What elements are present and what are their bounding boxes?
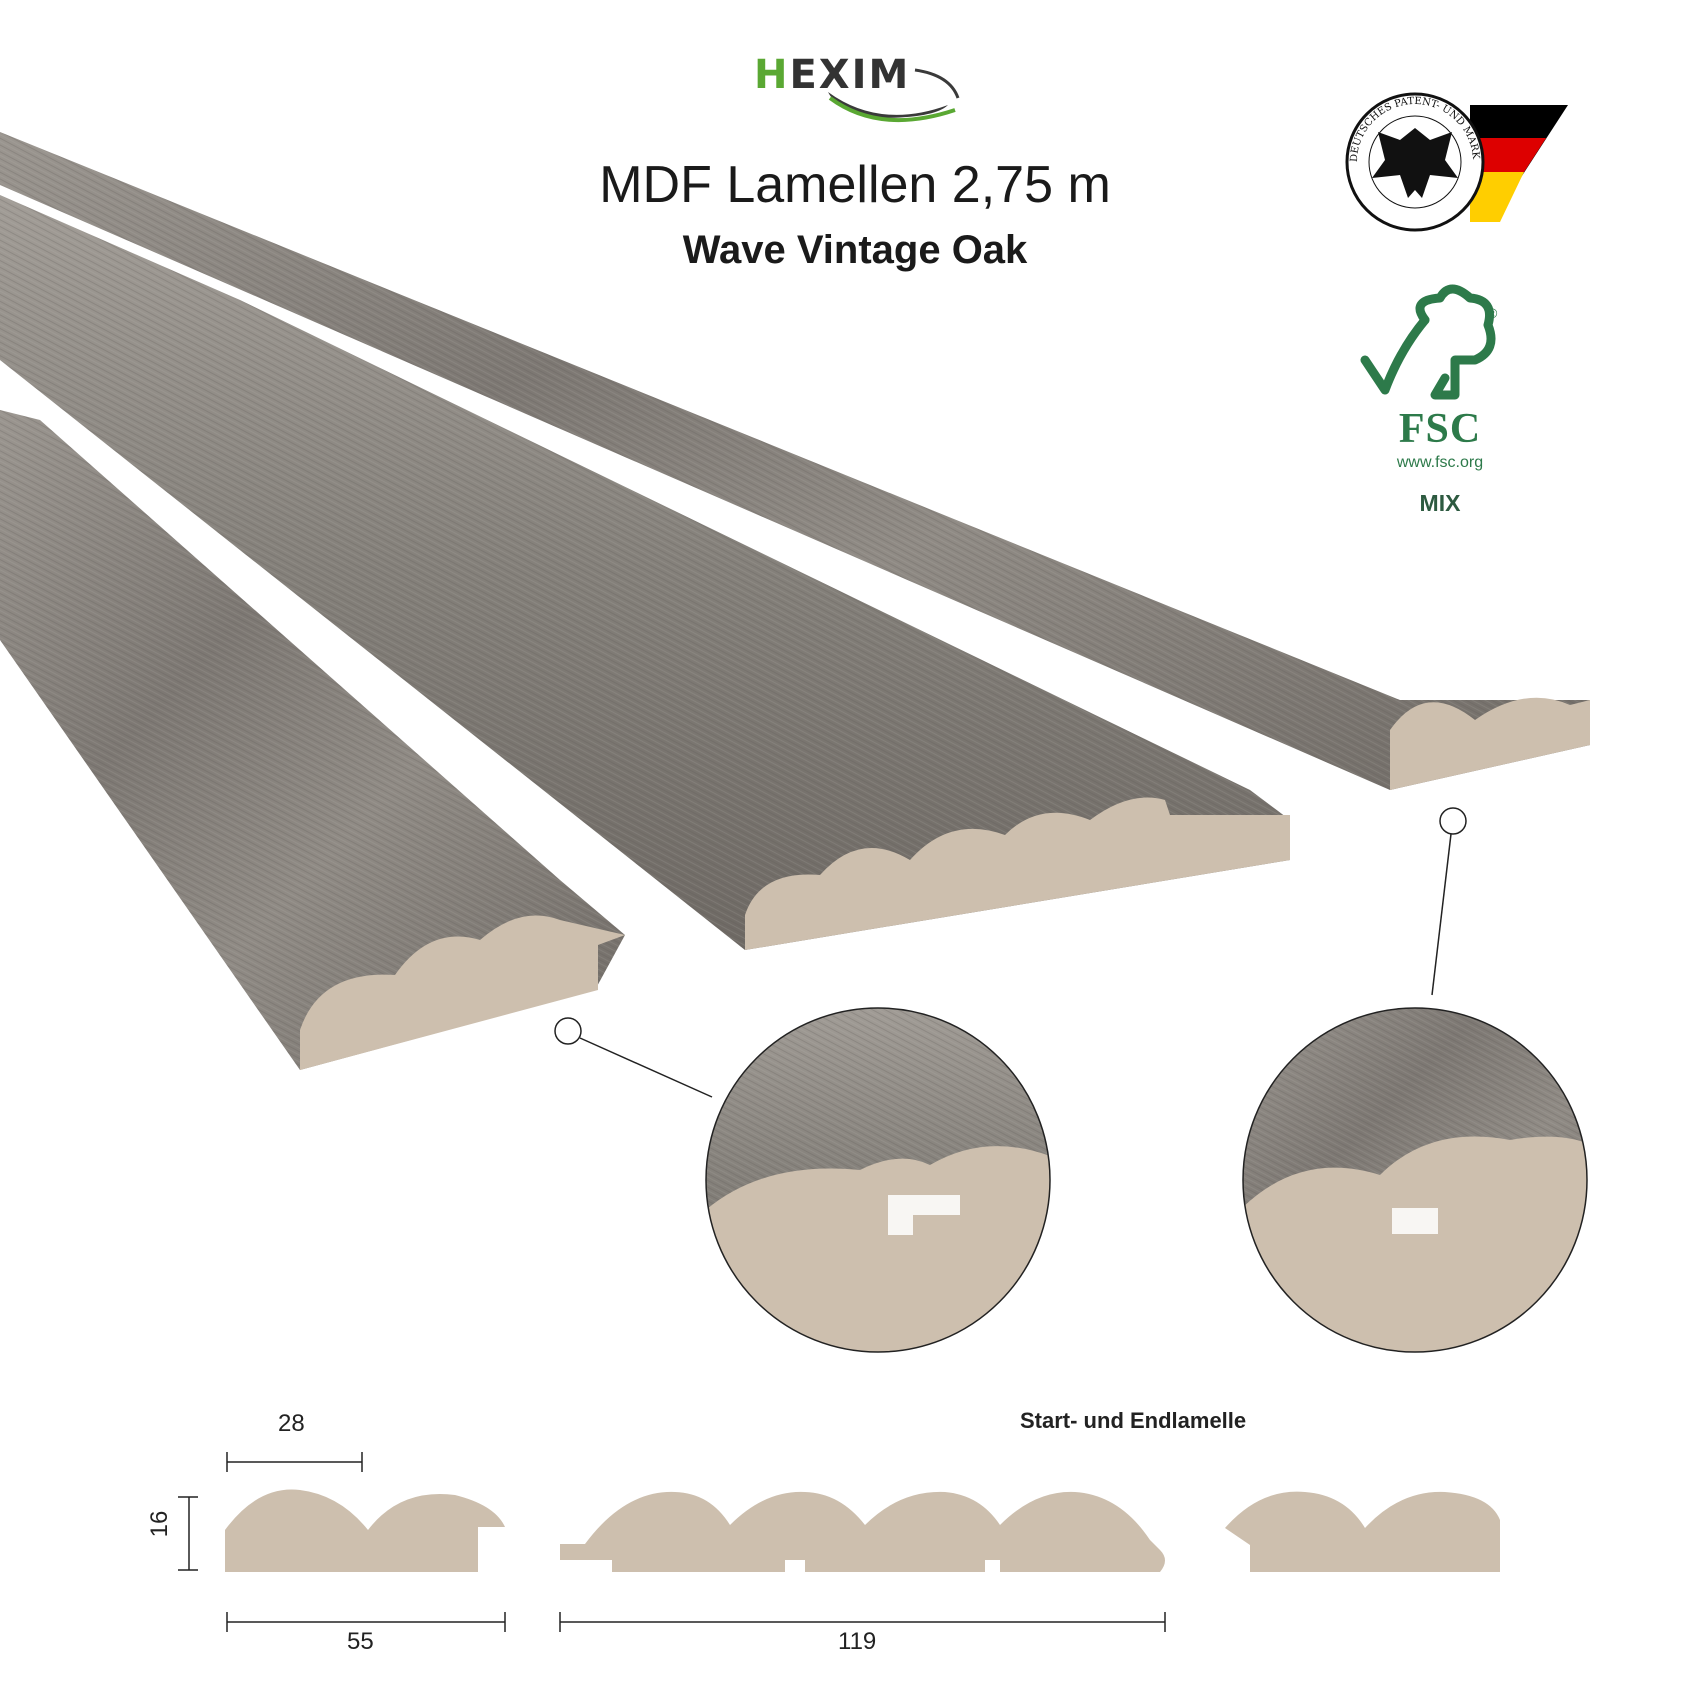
fsc-name: FSC — [1398, 406, 1482, 452]
page-title: MDF Lamellen 2,75 m — [599, 156, 1111, 214]
seal-text: DEUTSCHES PATENT- UND MARKENAMT — [0, 0, 1481, 162]
plank-start-profile — [0, 410, 625, 1070]
fsc-mix-label: MIX — [1419, 490, 1461, 516]
page-subtitle: Wave Vintage Oak — [682, 228, 1028, 272]
profile-drawing-start — [225, 1489, 505, 1572]
dimension-height: 16 — [146, 1510, 173, 1538]
fsc-url: www.fsc.org — [1396, 454, 1484, 471]
dimension-small-width: 55 — [347, 1628, 374, 1655]
fsc-tree-icon: ® — [1360, 284, 1498, 400]
svg-text:DEUTSCHES PATENT- UND MARKENAM: DEUTSCHES PATENT- UND MARKENAMT — [0, 0, 1481, 162]
zoom-detail-slot — [1242, 1007, 1588, 1353]
profiles-caption: Start- und Endlamelle — [1020, 1408, 1247, 1433]
brand-rest: EXIM — [789, 52, 911, 98]
profile-drawing-wide — [560, 1491, 1165, 1572]
hexim-logo: HEXIM — [754, 52, 910, 98]
zoom-detail-groove — [705, 1007, 1051, 1353]
dimension-lines — [178, 1452, 1166, 1632]
hexim-swoosh — [828, 68, 960, 123]
brand-first-letter: H — [754, 52, 790, 98]
fsc-registered: ® — [1487, 305, 1498, 321]
callout-left — [554, 1017, 713, 1098]
dimension-wave-width: 28 — [278, 1410, 305, 1437]
plank-end-profile — [0, 132, 1590, 790]
profile-drawing-end — [1225, 1491, 1500, 1572]
plank-wide-profile — [0, 195, 1290, 950]
callout-right — [1431, 807, 1467, 996]
dimension-large-width: 119 — [838, 1628, 877, 1655]
